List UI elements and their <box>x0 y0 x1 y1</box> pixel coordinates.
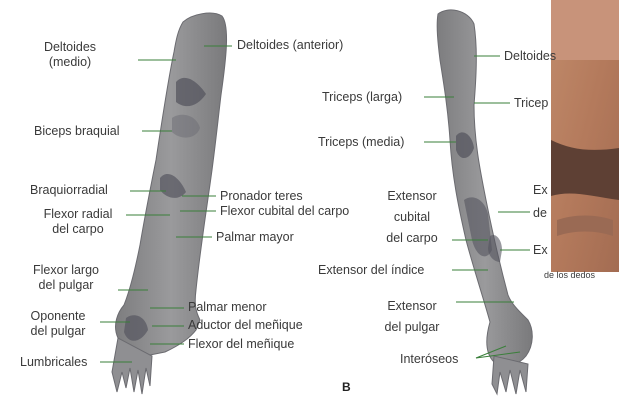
label-cut-de-los-dedos: de los dedos <box>544 268 595 283</box>
label-deltoides-medio-text: Deltoides (medio) <box>44 40 96 69</box>
label-extensor-indice: Extensor del índice <box>318 263 424 278</box>
label-oponente-pulgar-text: Oponente del pulgar <box>31 309 86 338</box>
label-extensor-cubital-text: Extensor cubital del carpo <box>386 189 437 245</box>
label-aductor-menique: Aductor del meñique <box>188 318 303 333</box>
label-cut-ex2: Ex <box>533 243 548 258</box>
label-flexor-cubital: Flexor cubital del carpo <box>220 204 349 219</box>
label-deltoides-right: Deltoides <box>504 49 556 64</box>
label-cut-de: de <box>533 206 547 221</box>
face-photo-crop <box>551 0 619 272</box>
label-oponente-pulgar: Oponente del pulgar <box>18 309 98 339</box>
right-hand <box>492 356 528 394</box>
label-braquiorradial: Braquiorradial <box>30 183 108 198</box>
label-triceps-larga: Triceps (larga) <box>322 90 402 105</box>
label-palmar-menor: Palmar menor <box>188 300 267 315</box>
label-flexor-menique: Flexor del meñique <box>188 337 294 352</box>
label-flexor-largo-pulgar-text: Flexor largo del pulgar <box>33 263 99 292</box>
label-biceps-braquial: Biceps braquial <box>34 124 119 139</box>
label-flexor-radial: Flexor radial del carpo <box>30 207 126 237</box>
label-lumbricales: Lumbricales <box>20 355 87 370</box>
label-extensor-pulgar-text: Extensor del pulgar <box>385 299 440 334</box>
label-palmar-mayor: Palmar mayor <box>216 230 294 245</box>
figure-letter: B <box>342 380 351 394</box>
label-interoseos: Interóseos <box>400 352 458 367</box>
label-cut-ex1: Ex <box>533 183 548 198</box>
label-deltoides-anterior: Deltoides (anterior) <box>237 38 343 53</box>
label-extensor-pulgar: Extensor del pulgar <box>372 296 452 338</box>
label-extensor-cubital: Extensor cubital del carpo <box>372 186 452 249</box>
label-triceps-media: Triceps (media) <box>318 135 404 150</box>
label-flexor-radial-text: Flexor radial del carpo <box>44 207 113 236</box>
label-flexor-largo-pulgar: Flexor largo del pulgar <box>18 263 114 293</box>
label-triceps-lateral-partial: Tricep <box>514 96 548 111</box>
label-pronador-teres: Pronador teres <box>220 189 303 204</box>
label-deltoides-medio: Deltoides (medio) <box>28 40 112 70</box>
